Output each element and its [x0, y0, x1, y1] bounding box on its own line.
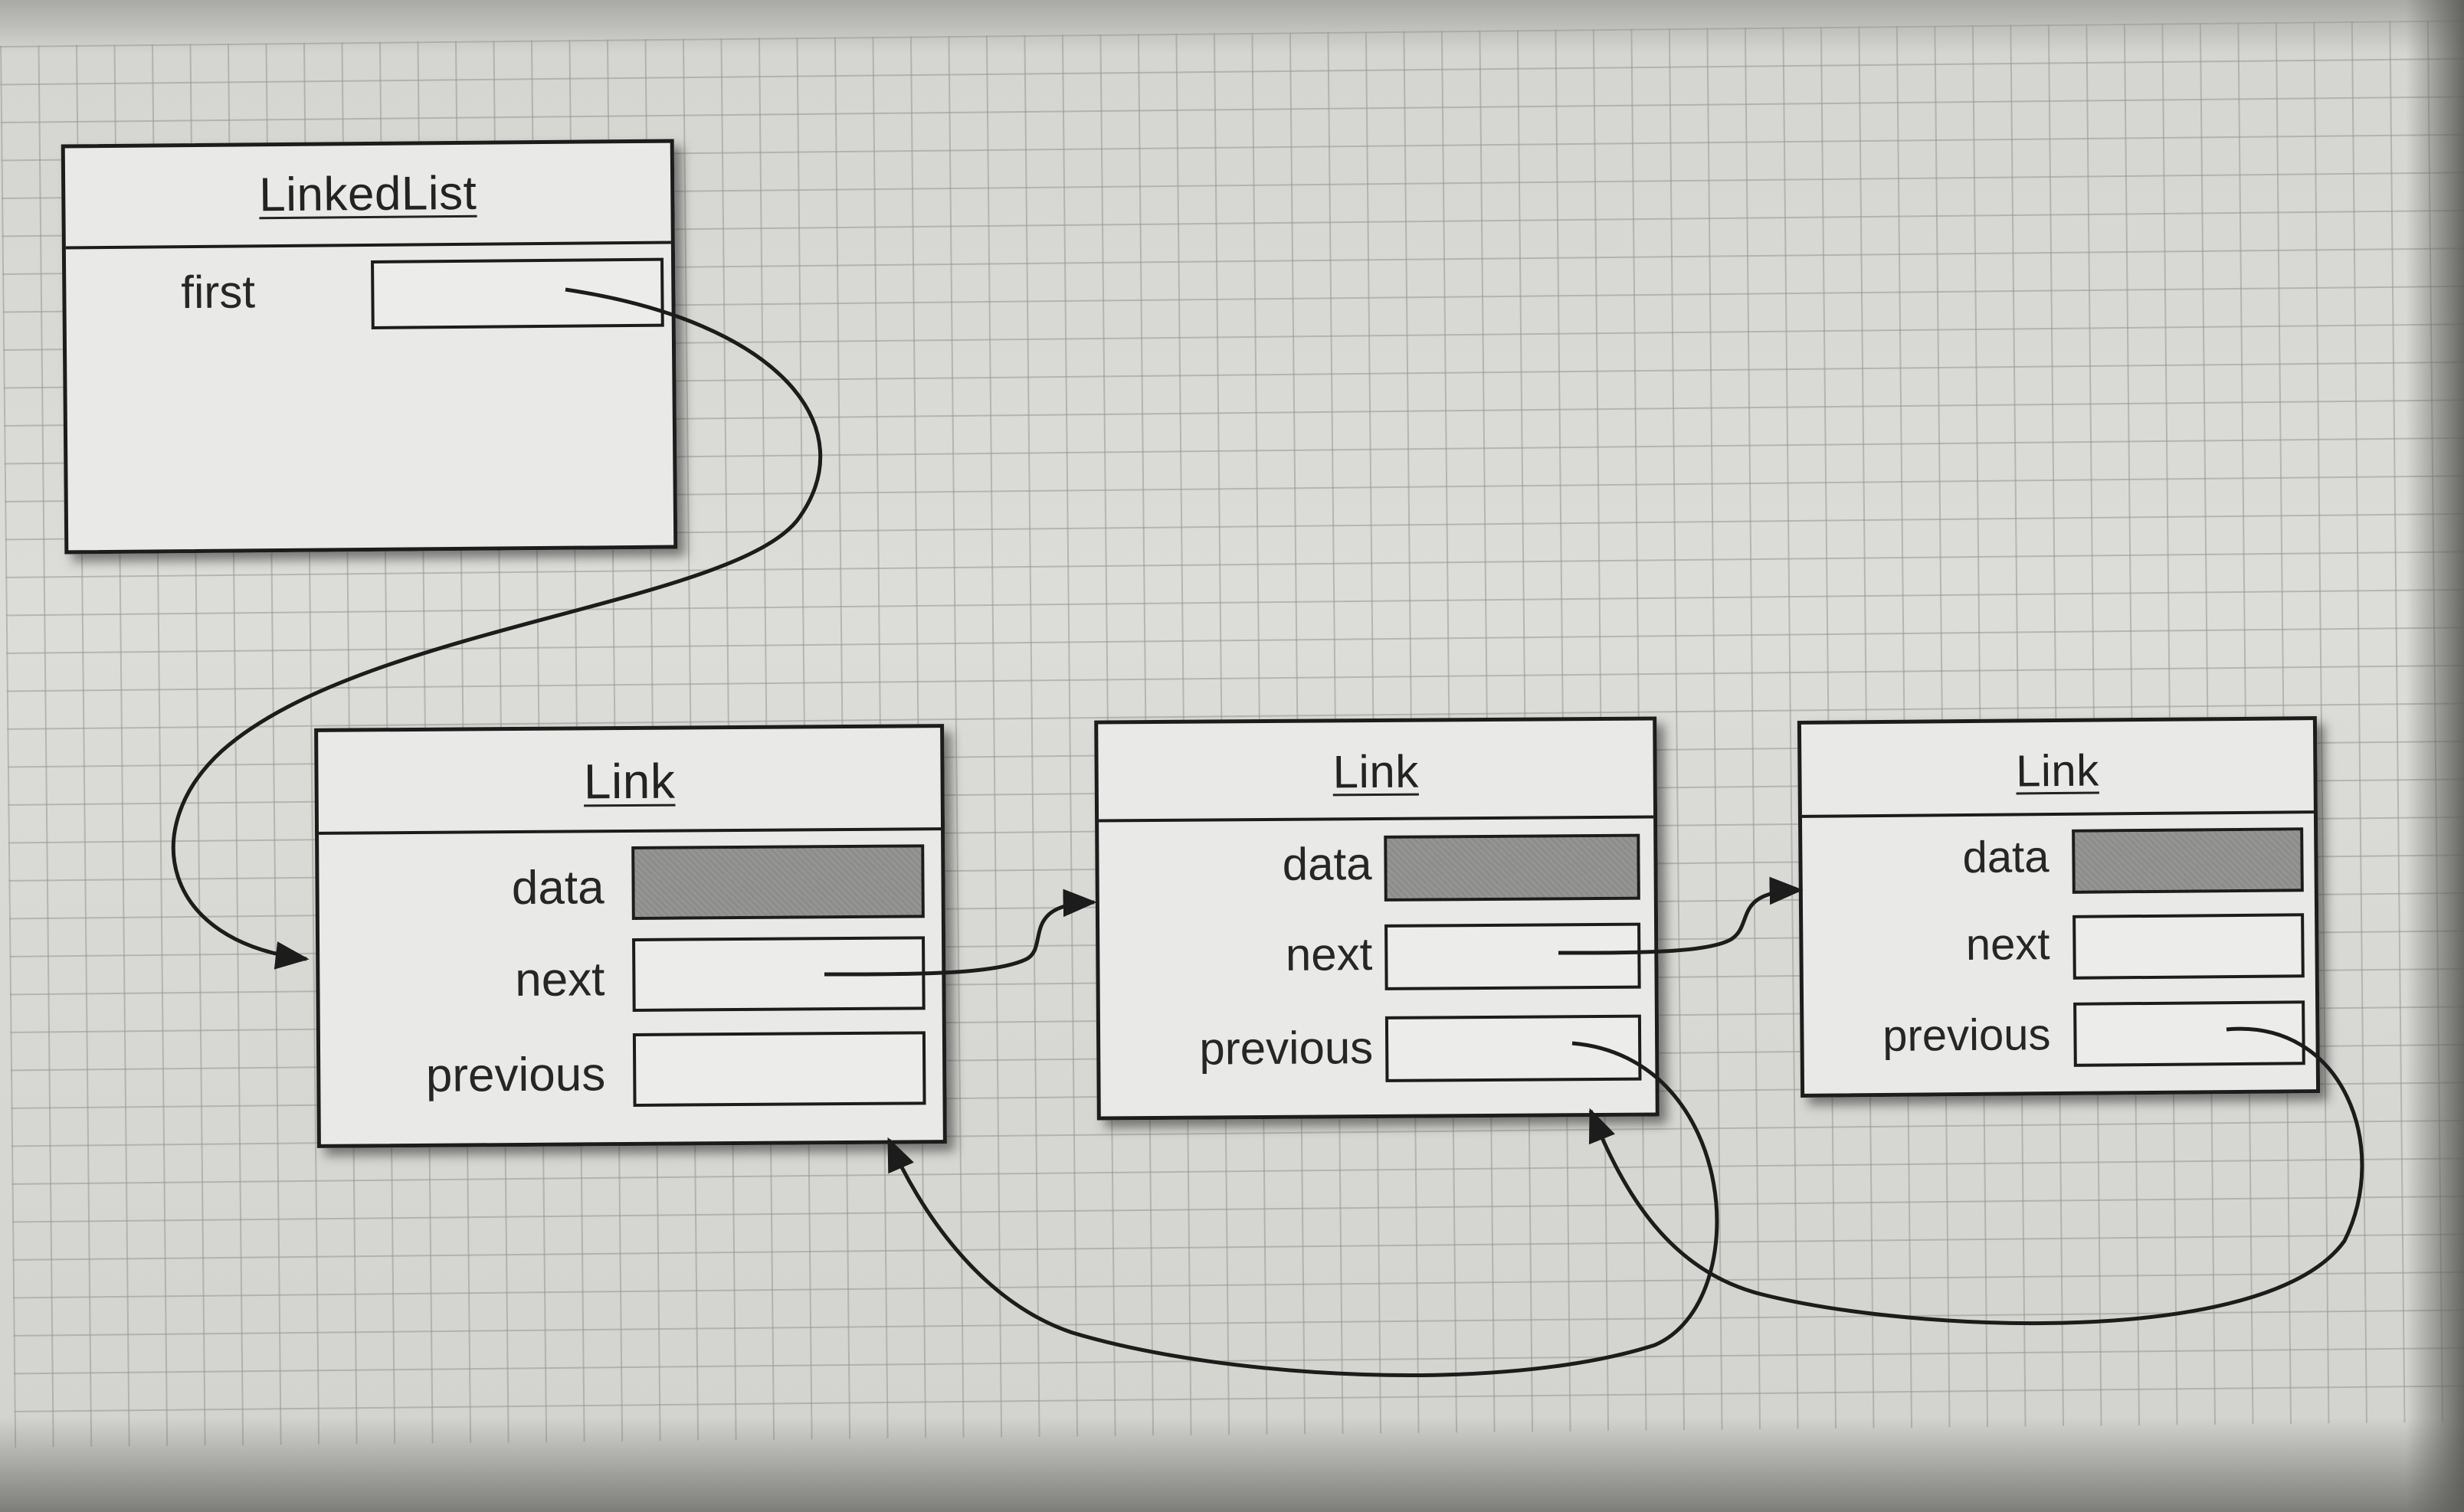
arrow-link3-previous-to-link2: [1588, 1026, 2364, 1325]
page-shading-top: [0, 0, 2464, 54]
arrow-link2-next-to-link3: [1558, 876, 1804, 955]
page-shading-bottom: [0, 1417, 2464, 1512]
page-shading-right: [2406, 0, 2464, 1512]
arrow-link1-next-to-link2: [824, 889, 1097, 977]
arrow-link2-previous-to-link1: [886, 1041, 1719, 1377]
arrow-first-to-link1: [171, 287, 823, 970]
